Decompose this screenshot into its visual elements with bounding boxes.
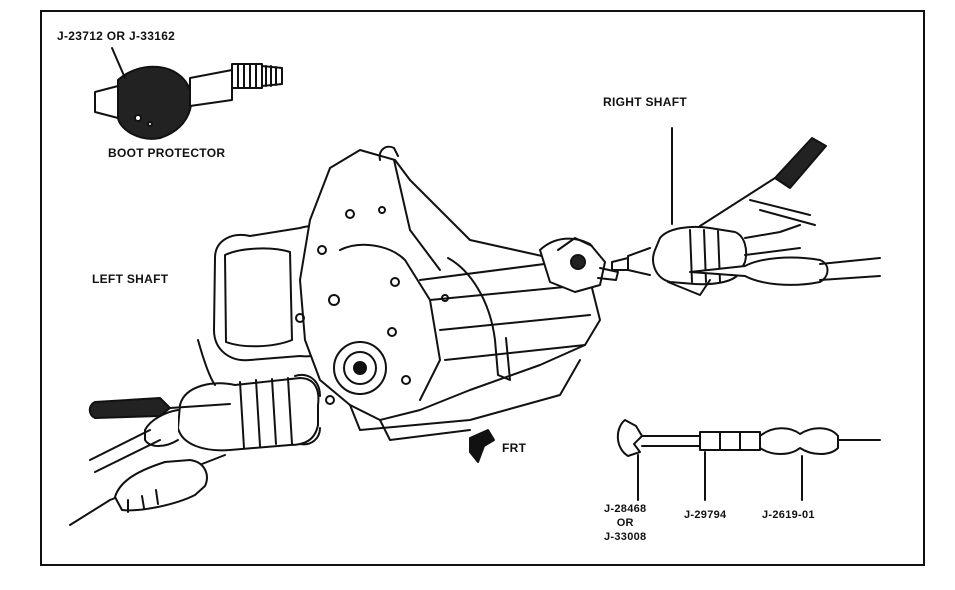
front-arrow-icon — [469, 429, 495, 463]
tool-a-label: J-28468 OR J-33008 — [604, 502, 646, 544]
tool-a-line1: J-28468 — [604, 503, 647, 515]
right-shaft-drawing — [611, 127, 881, 296]
boot-tool-label: J-23712 OR J-33162 — [57, 29, 176, 43]
tool-a-line2: OR — [616, 517, 634, 529]
tool-a-line3: J-33008 — [604, 531, 647, 543]
boot-protector-label: BOOT PROTECTOR — [108, 146, 226, 160]
transaxle-housing — [213, 145, 619, 441]
left-shaft-drawing — [69, 339, 321, 526]
tool-b-label: J-29794 — [684, 509, 727, 521]
tool-set-drawing — [616, 419, 881, 501]
front-label: FRT — [502, 441, 527, 455]
left-shaft-label: LEFT SHAFT — [92, 272, 169, 286]
boot-protector-drawing — [94, 47, 283, 140]
right-shaft-label: RIGHT SHAFT — [603, 95, 687, 109]
tool-c-label: J-2619-01 — [762, 509, 815, 521]
